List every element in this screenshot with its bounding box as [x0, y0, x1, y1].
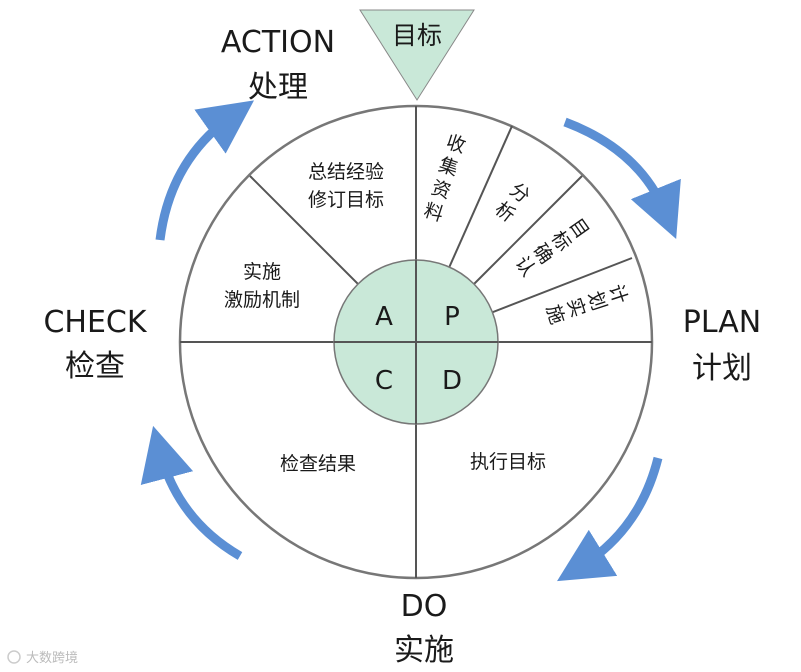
sector-summary-line1: 总结经验 [308, 161, 384, 183]
plan-en: PLAN [683, 305, 761, 340]
core-a: A [375, 302, 393, 332]
do-en: DO [401, 589, 448, 624]
cycle-arrow-bottom-right [557, 456, 663, 582]
core-d: D [442, 366, 462, 396]
sector-incentive-line1: 实施 [243, 261, 281, 283]
plan-zh: 计划 [692, 351, 752, 386]
goal-triangle [359, 9, 475, 101]
sector-incentive-line2: 激励机制 [224, 289, 300, 311]
watermark-logo [7, 650, 21, 664]
do-zh: 实施 [394, 633, 454, 668]
check-en: CHECK [43, 305, 147, 340]
sector-execute: 执行目标 [470, 451, 546, 473]
cycle-arrow-top-right [563, 117, 681, 240]
core-p: P [444, 302, 460, 332]
action-zh: 处理 [248, 70, 308, 105]
cycle-arrow-bottom-left [140, 425, 243, 560]
sector-summary-line2: 修订目标 [308, 189, 384, 211]
check-zh: 检查 [65, 349, 125, 384]
sector-check-result: 检查结果 [280, 453, 356, 475]
watermark-text: 大数跨境 [26, 651, 78, 666]
goal-label: 目标 [392, 21, 442, 50]
core-c: C [375, 366, 393, 396]
cycle-arrow-top-left [155, 100, 255, 241]
action-en: ACTION [221, 25, 335, 60]
